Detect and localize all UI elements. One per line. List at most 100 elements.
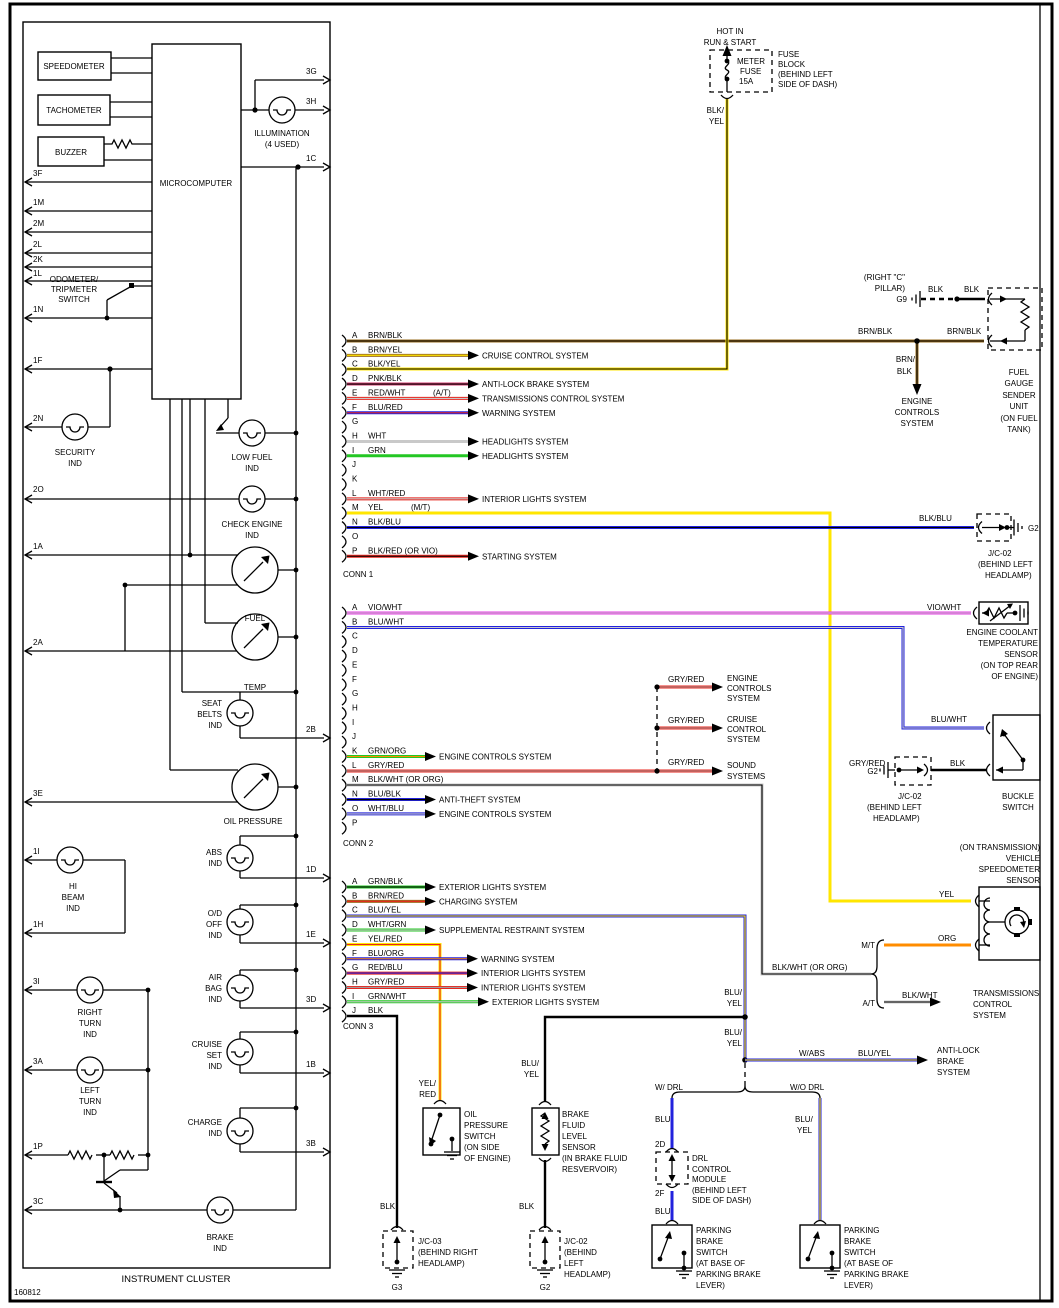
gryred-branches: GRY/RED ENGINE CONTROLS SYSTEM GRY/RED C…: [654, 674, 886, 781]
destination-label: EXTERIOR LIGHTS SYSTEM: [439, 883, 546, 892]
oil-pressure-gauge-icon: [231, 763, 279, 811]
destination-label: HEADLIGHTS SYSTEM: [482, 437, 569, 446]
cruise-set-bulb-icon: [226, 1038, 254, 1066]
tachometer-box: [37, 94, 111, 126]
svg-text:TURN: TURN: [79, 1019, 101, 1028]
conn1-pin-G: G: [341, 417, 358, 434]
svg-text:SWITCH: SWITCH: [464, 1132, 496, 1141]
destination-label: WARNING SYSTEM: [481, 955, 555, 964]
split-brace-icon: [671, 1085, 821, 1099]
svg-text:SENSOR: SENSOR: [1006, 876, 1040, 885]
pin-connector-icon: [341, 923, 347, 937]
wire-label: WHT/RED: [368, 489, 406, 498]
pin-connector-icon: [341, 735, 347, 749]
pin-connector-icon: [341, 535, 347, 549]
pin-connector-icon: [341, 821, 347, 835]
svg-text:BLU/: BLU/: [521, 1059, 540, 1068]
wire-note: (M/T): [411, 503, 430, 512]
pin-letter: A: [352, 603, 358, 612]
conn2-pin-C: C: [341, 632, 358, 649]
ground-g2-label: G2: [867, 767, 878, 776]
svg-text:IND: IND: [83, 1108, 97, 1117]
conn1-pin-O: O: [341, 532, 358, 549]
svg-text:ENGINE: ENGINE: [727, 674, 758, 683]
conn2-pin-F: F: [341, 675, 357, 692]
svg-text:BLK: BLK: [928, 285, 944, 294]
svg-text:2L: 2L: [33, 240, 42, 249]
svg-text:15A: 15A: [739, 77, 754, 86]
left-turn-bulb-icon: [76, 1056, 104, 1084]
svg-text:IND: IND: [245, 464, 259, 473]
wire-label: VIO/WHT: [368, 603, 402, 612]
svg-text:LEVER): LEVER): [844, 1281, 873, 1290]
wire-label: BRN/YEL: [368, 345, 403, 354]
svg-text:FLUID: FLUID: [562, 1121, 585, 1130]
svg-text:SYSTEMS: SYSTEMS: [727, 772, 765, 781]
svg-text:METER: METER: [737, 57, 765, 66]
svg-text:TURN: TURN: [79, 1097, 101, 1106]
pin-connector-icon: [341, 434, 347, 448]
svg-text:BLK/BLU: BLK/BLU: [919, 514, 952, 523]
svg-text:(BEHIND LEFT: (BEHIND LEFT: [867, 803, 922, 812]
svg-text:(ON SIDE: (ON SIDE: [464, 1143, 500, 1152]
svg-text:J/C-02: J/C-02: [564, 1237, 588, 1246]
svg-text:LEFT: LEFT: [80, 1086, 100, 1095]
ground-g2-label: G2: [1028, 524, 1039, 533]
wire-label: BLK/YEL: [368, 360, 401, 369]
destination-label: ENGINE CONTROLS SYSTEM: [439, 810, 552, 819]
pin-letter: M: [352, 775, 359, 784]
pin-connector-icon: [341, 894, 347, 908]
pin-connector-icon: [341, 635, 347, 649]
svg-text:BRAKE: BRAKE: [206, 1233, 233, 1242]
pin-letter: B: [352, 345, 357, 354]
arrow-icon: [425, 896, 436, 906]
svg-text:BELTS: BELTS: [197, 710, 222, 719]
svg-text:2N: 2N: [33, 414, 43, 423]
wire-label: YEL/RED: [368, 934, 402, 943]
resistor-icon: [67, 1149, 93, 1161]
speedometer-label: SPEEDOMETER: [43, 62, 105, 71]
ground-icon: [675, 1270, 693, 1279]
hot-label: HOT IN: [717, 27, 744, 36]
destination-label: ANTI-THEFT SYSTEM: [439, 796, 521, 805]
svg-text:TEMP: TEMP: [244, 683, 266, 692]
svg-text:ANTI-LOCK: ANTI-LOCK: [937, 1046, 980, 1055]
svg-text:RIGHT: RIGHT: [78, 1008, 103, 1017]
svg-text:PARKING BRAKE: PARKING BRAKE: [696, 1270, 761, 1279]
svg-text:ODOMETER/: ODOMETER/: [50, 275, 99, 284]
arrow-icon: [468, 436, 479, 446]
wire-label: BLK/BLU: [368, 518, 401, 527]
seat-belts-bulb-icon: [226, 699, 254, 727]
pin-letter: D: [352, 920, 358, 929]
pin-3D: 3D: [306, 995, 316, 1004]
svg-text:IND: IND: [213, 1244, 227, 1253]
svg-text:(AT BASE OF: (AT BASE OF: [844, 1259, 893, 1268]
pin-letter: E: [352, 934, 357, 943]
svg-text:YEL: YEL: [727, 1039, 743, 1048]
brake-fluid-circuit: BLU/ YEL BRAKE FLUID LEVEL SENSOR (IN BR…: [519, 1059, 628, 1292]
svg-text:3E: 3E: [33, 789, 43, 798]
charge-bulb-icon: [226, 1117, 254, 1145]
pin-letter: O: [352, 532, 358, 541]
buckle-switch-box: [992, 714, 1041, 781]
svg-text:HEADLAMP): HEADLAMP): [873, 814, 920, 823]
svg-text:PARKING: PARKING: [844, 1226, 879, 1235]
sender-box: [987, 287, 1043, 351]
svg-text:YEL: YEL: [524, 1070, 540, 1079]
arrow-icon: [467, 982, 478, 992]
svg-text:BLU/: BLU/: [724, 1028, 743, 1037]
pin-connector-icon: [341, 749, 347, 764]
svg-text:BRAKE: BRAKE: [562, 1110, 589, 1119]
wire-label: YEL: [368, 503, 384, 512]
coolant-sensor: VIO/WHT ENGINE COOLANT TEMPERATURE SENSO…: [927, 601, 1038, 681]
wire-label: WHT: [368, 431, 386, 440]
destination-label: SUPPLEMENTAL RESTRAINT SYSTEM: [439, 926, 585, 935]
svg-text:IND: IND: [66, 904, 80, 913]
conn2-pin-H: H: [341, 703, 358, 720]
pin-letter: B: [352, 617, 357, 626]
svg-text:(RIGHT "C": (RIGHT "C": [864, 273, 905, 282]
